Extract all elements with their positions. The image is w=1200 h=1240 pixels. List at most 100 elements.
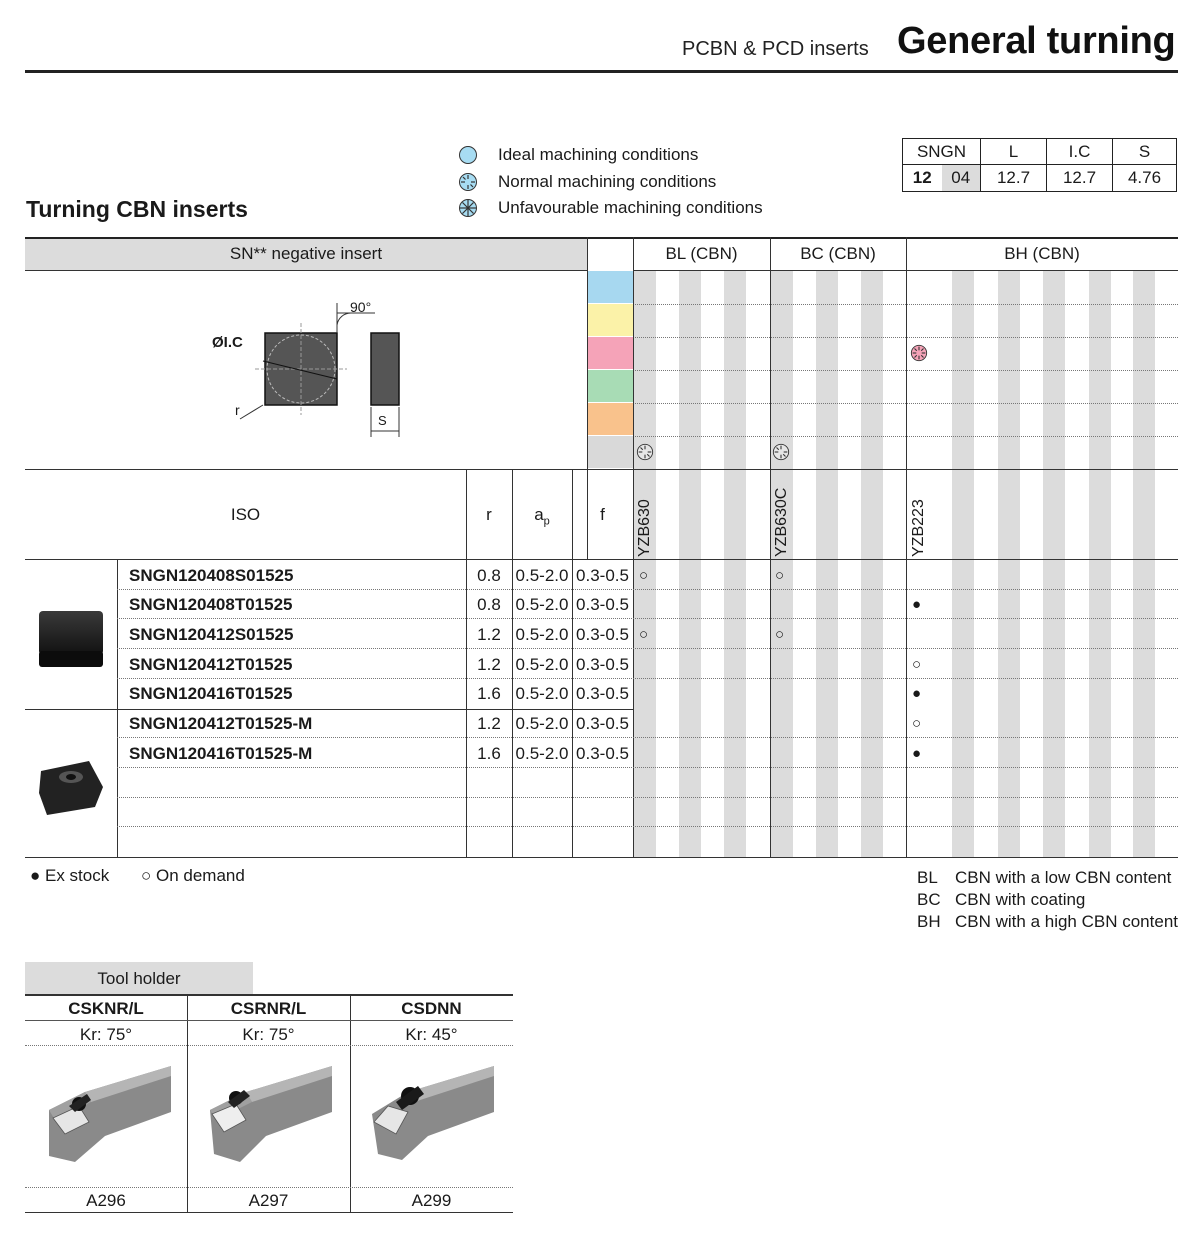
r-value: 1.6 — [477, 744, 501, 763]
ap-value: 0.5-2.0 — [515, 566, 569, 585]
dim-header: I.C — [1046, 138, 1113, 165]
grid-line — [633, 237, 634, 858]
r-value: 1.2 — [477, 625, 501, 644]
material-gap — [588, 402, 633, 403]
grade-yzb630c: YZB630C — [773, 487, 790, 557]
grade-code: BC — [917, 890, 941, 909]
tool-holder-name: CSRNR/L — [230, 999, 307, 1018]
dim-header: SNGN — [902, 138, 981, 165]
availability-mark: ○ — [639, 567, 649, 584]
material-cell — [588, 337, 633, 369]
grade-stripe — [771, 270, 793, 858]
tool-holder-divider — [25, 1020, 513, 1021]
availability-mark: ● — [912, 685, 922, 702]
grade-desc: CBN with coating — [955, 890, 1086, 909]
insert-diagram — [239, 303, 400, 437]
grade-yzb223: YZB223 — [910, 499, 927, 557]
grid-top — [25, 237, 1178, 239]
f-column-header: f — [600, 505, 605, 524]
diagram-angle-label: 90° — [350, 299, 372, 315]
grid-line — [25, 270, 587, 271]
f-value: 0.3-0.5 — [576, 744, 629, 763]
tool-holder-name: CSKNR/L — [68, 999, 144, 1018]
grid-line — [572, 469, 573, 858]
row-divider — [633, 403, 1178, 404]
tool-holder-divider — [350, 996, 351, 1212]
ap-value: 0.5-2.0 — [515, 744, 569, 763]
unfavourable-conditions-icon — [910, 344, 928, 367]
row-divider — [117, 797, 1178, 798]
grid-line — [25, 709, 633, 710]
dim-value: 12.7 — [1046, 164, 1113, 192]
r-column-header: r — [486, 505, 492, 524]
iso-code: SNGN120416T01525 — [129, 684, 293, 703]
iso-column-header: ISO — [230, 505, 261, 524]
grade-desc: CBN with a low CBN content — [955, 868, 1172, 887]
grade-stripe — [679, 270, 701, 858]
material-cell — [588, 370, 633, 402]
tool-holder-page: A297 — [248, 1191, 289, 1210]
iso-code: SNGN120408S01525 — [129, 566, 294, 585]
material-cell — [588, 403, 633, 435]
tool-holder-image-csdnn — [372, 1066, 494, 1160]
tool-holder-image-csknr — [49, 1066, 171, 1162]
grade-stripe — [634, 270, 656, 858]
grid-line — [770, 237, 771, 858]
material-cell — [588, 436, 633, 468]
ap-value: 0.5-2.0 — [515, 625, 569, 644]
f-value: 0.3-0.5 — [576, 655, 629, 674]
grade-code: BL — [917, 868, 938, 887]
material-gap — [588, 435, 633, 436]
tool-holder-kr: Kr: 75° — [242, 1025, 295, 1044]
f-value: 0.3-0.5 — [576, 625, 629, 644]
ideal-conditions-icon — [458, 145, 478, 165]
availability-mark: ○ — [775, 626, 785, 643]
r-value: 1.6 — [477, 684, 501, 703]
header-divider — [25, 70, 1178, 73]
diagram-r-label: r — [235, 402, 240, 418]
f-value: 0.3-0.5 — [576, 684, 629, 703]
ap-column-header: ap — [512, 505, 572, 527]
grade-stripe — [724, 270, 746, 858]
diagram-s-label: S — [378, 413, 387, 428]
diagram-ic-label: ØI.C — [212, 334, 243, 351]
material-gap — [588, 303, 633, 304]
row-divider — [117, 678, 1178, 679]
grid-line — [466, 469, 467, 858]
iso-code: SNGN120412S01525 — [129, 625, 294, 644]
ap-value: 0.5-2.0 — [515, 684, 569, 703]
f-value: 0.3-0.5 — [576, 595, 629, 614]
section-title: Turning CBN inserts — [26, 196, 248, 222]
grade-stripe — [1133, 270, 1155, 858]
on-demand-legend: ○ On demand — [141, 866, 245, 885]
tool-holder-kr: Kr: 75° — [79, 1025, 133, 1044]
grade-code: BH — [917, 912, 941, 931]
ap-main: a — [534, 505, 544, 524]
material-cell — [588, 304, 633, 336]
group-header-bc: BC (CBN) — [800, 244, 876, 263]
availability-mark: ○ — [912, 715, 922, 732]
group-header-bl: BL (CBN) — [665, 244, 738, 263]
row-divider — [117, 767, 1178, 768]
normal-conditions-icon — [458, 172, 478, 192]
grade-yzb630: YZB630 — [636, 499, 653, 557]
grade-stripe — [1089, 270, 1111, 858]
tool-holder-kr: Kr: 45° — [405, 1025, 458, 1044]
grid-line — [906, 237, 907, 858]
insert-grid: SN** negative insert BL (CBN) BC (CBN) B… — [25, 237, 1178, 858]
header-category: PCBN & PCD inserts — [682, 38, 869, 60]
row-divider — [633, 436, 1178, 437]
dim-code-bold: 12 — [912, 168, 932, 187]
tool-holder-name: CSDNN — [401, 999, 462, 1018]
row-divider — [117, 589, 1178, 590]
ex-stock-legend: ● Ex stock — [30, 866, 110, 885]
tool-holder-image-csrnr — [210, 1066, 332, 1162]
row-divider — [633, 337, 1178, 338]
normal-conditions-icon — [772, 443, 790, 466]
grid-line — [25, 559, 1178, 560]
material-gap — [588, 336, 633, 337]
tool-holder-divider — [187, 996, 188, 1212]
r-value: 0.8 — [477, 595, 501, 614]
grade-stripe — [952, 270, 974, 858]
group-header-bh: BH (CBN) — [1004, 244, 1080, 263]
